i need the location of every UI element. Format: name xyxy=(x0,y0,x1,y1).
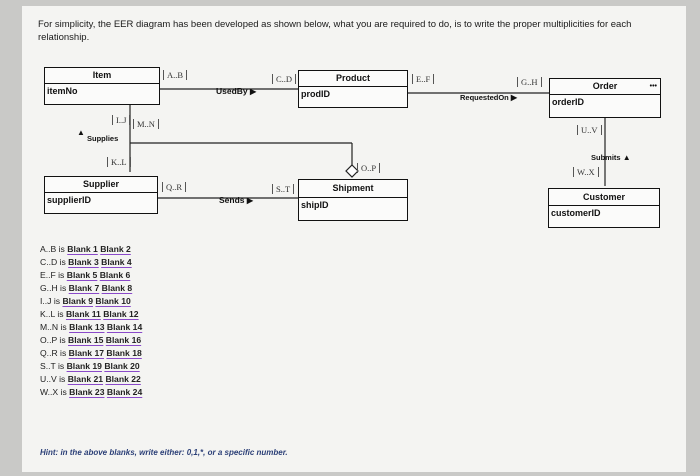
multiplicity-cd: C..D xyxy=(272,74,297,84)
instructions-text: For simplicity, the EER diagram has been… xyxy=(38,19,632,43)
class-name: Item xyxy=(45,68,159,84)
relationship-label: RequestedOn xyxy=(460,93,509,102)
relationship-label: Sends xyxy=(219,195,245,205)
direction-arrow-icon: ▶ xyxy=(250,87,257,96)
blank-row: I..J is Blank 9 Blank 10 xyxy=(40,296,131,306)
blank-input[interactable]: Blank 7 xyxy=(68,283,100,293)
blank-input[interactable]: Blank 17 xyxy=(68,348,105,358)
class-product: Product prodID xyxy=(298,70,408,108)
class-name: Customer xyxy=(549,189,659,206)
blank-input[interactable]: Blank 15 xyxy=(68,335,104,345)
direction-arrow-icon: ▲ xyxy=(622,153,631,162)
class-attribute: itemNo xyxy=(47,86,78,96)
relationship-requestedon: RequestedOn ▶ xyxy=(460,93,517,102)
relationship-label: UsedBy xyxy=(216,86,248,96)
blank-row: U..V is Blank 21 Blank 22 xyxy=(40,374,141,384)
multiplicity-qr: Q..R xyxy=(162,182,187,192)
blank-input[interactable]: Blank 3 xyxy=(68,257,99,267)
blank-input[interactable]: Blank 9 xyxy=(62,296,94,306)
direction-arrow-icon: ▲ xyxy=(77,128,85,137)
multiplicity-st: S..T xyxy=(272,184,295,194)
blank-row: A..B is Blank 1 Blank 2 xyxy=(40,244,131,254)
blank-input[interactable]: Blank 8 xyxy=(101,283,133,293)
class-item: Item itemNo xyxy=(44,67,160,105)
blank-input[interactable]: Blank 18 xyxy=(106,348,142,358)
class-attribute: orderID xyxy=(552,97,585,107)
class-attribute: shipID xyxy=(301,200,329,210)
blank-input[interactable]: Blank 24 xyxy=(106,387,143,397)
blank-input[interactable]: Blank 5 xyxy=(66,270,98,280)
multiplicity-gh: G..H xyxy=(517,77,542,87)
class-customer: Customer customerID xyxy=(548,188,660,228)
multiplicity-ij: I..J xyxy=(112,115,131,125)
relationship-usedby: UsedBy ▶ xyxy=(216,86,256,96)
class-name: Product xyxy=(299,71,407,87)
class-attribute: supplierID xyxy=(47,195,92,205)
class-attribute: customerID xyxy=(551,208,601,218)
class-name: Shipment xyxy=(299,180,407,198)
blank-input[interactable]: Blank 10 xyxy=(95,296,131,306)
blank-row: K..L is Blank 11 Blank 12 xyxy=(40,309,139,319)
multiplicity-mn: M..N xyxy=(133,119,159,129)
class-shipment: Shipment shipID xyxy=(298,179,408,221)
blank-input[interactable]: Blank 20 xyxy=(104,361,140,371)
hint-text: Hint: in the above blanks, write either:… xyxy=(40,448,288,457)
blank-input[interactable]: Blank 21 xyxy=(67,374,104,384)
multiplicity-uv: U..V xyxy=(577,125,602,135)
direction-arrow-icon: ▶ xyxy=(510,93,518,102)
blank-row: S..T is Blank 19 Blank 20 xyxy=(40,361,140,371)
class-name: Order ••• xyxy=(550,79,660,95)
blank-input[interactable]: Blank 11 xyxy=(65,309,101,319)
blanks-list: A..B is Blank 1 Blank 2 C..D is Blank 3 … xyxy=(40,243,142,399)
class-name: Supplier xyxy=(45,177,157,193)
blank-row: O..P is Blank 15 Blank 16 xyxy=(40,335,142,345)
aggregation-diamond xyxy=(345,164,359,178)
blank-input[interactable]: Blank 22 xyxy=(105,374,141,384)
multiplicity-op: O..P xyxy=(357,163,381,173)
blank-row: E..F is Blank 5 Blank 6 xyxy=(40,270,131,280)
more-icon: ••• xyxy=(649,83,657,90)
blank-row: W..X is Blank 23 Blank 24 xyxy=(40,387,143,397)
blank-input[interactable]: Blank 1 xyxy=(67,244,98,254)
multiplicity-kl: K..L xyxy=(107,157,131,167)
blank-input[interactable]: Blank 6 xyxy=(99,270,131,280)
blank-input[interactable]: Blank 12 xyxy=(103,309,139,319)
blank-input[interactable]: Blank 4 xyxy=(101,257,132,267)
class-order: Order ••• orderID xyxy=(549,78,661,118)
multiplicity-ef: E..F xyxy=(412,74,435,84)
blank-row: Q..R is Blank 17 Blank 18 xyxy=(40,348,142,358)
relationship-label: Submits xyxy=(591,153,621,162)
class-name-text: Order xyxy=(592,81,618,91)
blank-input[interactable]: Blank 16 xyxy=(105,335,142,345)
relationship-label: Supplies xyxy=(87,134,119,143)
direction-arrow-icon: ▶ xyxy=(246,196,254,205)
relationship-sends: Sends ▶ xyxy=(219,195,253,205)
multiplicity-wx: W..X xyxy=(573,167,599,177)
blank-row: M..N is Blank 13 Blank 14 xyxy=(40,322,143,332)
class-attribute: prodID xyxy=(301,89,330,99)
blank-row: C..D is Blank 3 Blank 4 xyxy=(40,257,132,267)
blank-input[interactable]: Blank 19 xyxy=(66,361,102,371)
blank-row: G..H is Blank 7 Blank 8 xyxy=(40,283,133,293)
blank-input[interactable]: Blank 2 xyxy=(100,244,131,254)
multiplicity-ab: A..B xyxy=(163,70,188,80)
relationship-submits: Submits ▲ xyxy=(591,153,631,162)
blank-input[interactable]: Blank 23 xyxy=(69,387,105,397)
blank-input[interactable]: Blank 13 xyxy=(69,322,105,332)
class-supplier: Supplier supplierID xyxy=(44,176,158,214)
relationship-supplies: ▲ Supplies xyxy=(77,128,119,143)
blank-input[interactable]: Blank 14 xyxy=(106,322,143,332)
